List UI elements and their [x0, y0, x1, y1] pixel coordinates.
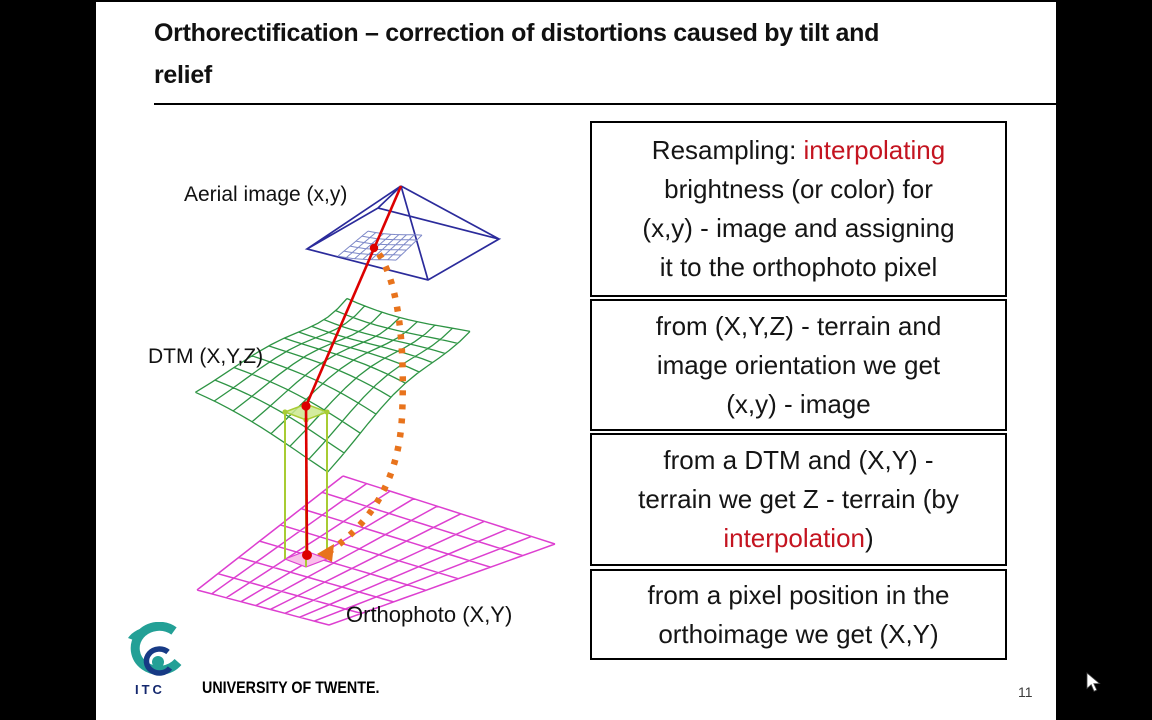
info-box-line: (x,y) - image and assigning	[642, 213, 955, 243]
dtm-mesh	[195, 297, 471, 473]
image-point-dot	[369, 243, 379, 253]
itc-logo	[128, 622, 182, 676]
info-box-line: from (X,Y,Z) - terrain and	[655, 310, 942, 341]
university-name: UNIVERSITY OF TWENTE.	[202, 678, 380, 697]
itc-logo-inner-ring	[143, 646, 173, 676]
camera-pyramid	[304, 185, 502, 281]
info-box-line: orthoimage we get (X,Y)	[658, 618, 939, 649]
itc-logo-text: ITC	[135, 682, 165, 697]
title-line-1: Orthorectification – correction of disto…	[154, 19, 880, 47]
info-box-resampling: Resampling: interpolating brightness (or …	[590, 121, 1007, 297]
info-box-line: interpolation)	[723, 523, 874, 553]
dtm-label: DTM (X,Y,Z)	[148, 345, 264, 368]
title-divider	[154, 103, 1056, 105]
slide: Orthorectification – correction of disto…	[96, 2, 1056, 720]
info-box-line: (x,y) - image	[726, 388, 871, 419]
info-box-line: terrain we get Z - terrain (by	[638, 484, 959, 514]
info-box-line: from a DTM and (X,Y) -	[663, 445, 934, 475]
page-title: Orthorectification – correction of disto…	[154, 12, 1038, 96]
page-number: 11	[1018, 684, 1033, 700]
info-box-line: it to the orthophoto pixel	[659, 252, 938, 282]
terrain-point-dot	[301, 401, 311, 411]
info-box-line: brightness (or color) for	[664, 174, 933, 204]
info-box-line: image orientation we get	[656, 349, 941, 380]
nadir-ray	[304, 405, 309, 556]
info-box-dtm-interpolation: from a DTM and (X,Y) - terrain we get Z -…	[590, 433, 1007, 566]
mouse-cursor	[1086, 672, 1101, 692]
curve-arrowhead	[317, 544, 334, 562]
title-line-2: relief	[154, 61, 212, 89]
info-box-line: Resampling: interpolating	[651, 135, 946, 165]
info-box-line: from a pixel position in the	[647, 579, 950, 610]
aerial-image-label: Aerial image (x,y)	[184, 183, 348, 206]
prism-corner-dot	[282, 409, 288, 415]
orthorectification-diagram	[195, 185, 556, 626]
itc-logo-center-dot	[152, 656, 164, 668]
info-box-terrain-to-image: from (X,Y,Z) - terrain and image orientat…	[590, 299, 1007, 431]
ortho-point-dot	[302, 550, 312, 560]
prism-corner-dot	[324, 409, 330, 415]
orthophoto-label: Orthophoto (X,Y)	[346, 602, 513, 627]
projection-ray	[304, 185, 403, 407]
info-box-pixel-position: from a pixel position in the orthoimage w…	[590, 569, 1007, 660]
